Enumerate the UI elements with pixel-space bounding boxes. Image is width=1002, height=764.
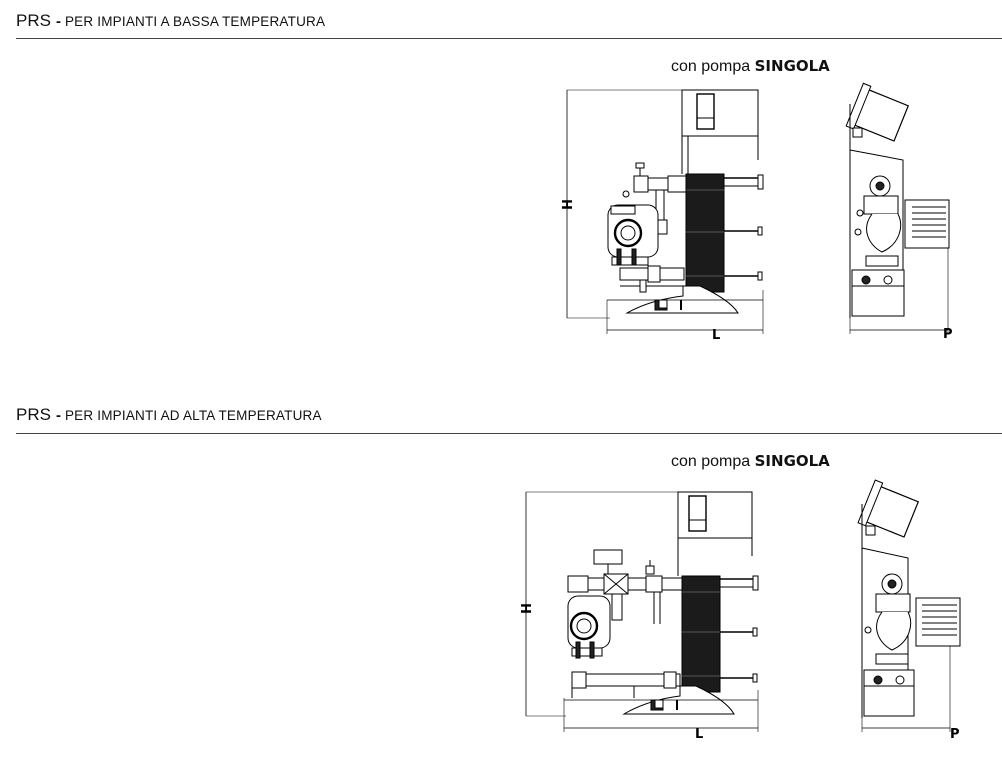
dimension-labels-side: P	[950, 727, 960, 742]
pump-station-front-drawing	[566, 89, 764, 334]
section-high-temperature: PRS-PER IMPIANTI AD ALTA TEMPERATURA con…	[0, 380, 1002, 764]
section-title-text: PER IMPIANTI A BASSA TEMPERATURA	[64, 14, 326, 29]
section-code: PRS	[16, 405, 51, 424]
caption-prefix: con pompa	[671, 58, 751, 75]
dimension-p-label: P	[950, 727, 960, 742]
section-code: PRS	[16, 11, 51, 30]
dimension-h-label: H	[558, 199, 573, 210]
pump-station-side-drawing	[845, 82, 950, 334]
section-low-temperature: PRS-PER IMPIANTI A BASSA TEMPERATURA con…	[0, 0, 1002, 380]
pump-station-front-drawing	[525, 491, 759, 732]
pump-caption: con pompa SINGOLA	[671, 57, 830, 76]
caption-prefix: con pompa	[671, 453, 751, 470]
dimension-l-label: L	[712, 328, 720, 343]
pump-caption: con pompa SINGOLA	[671, 452, 830, 471]
section-title: PRS-PER IMPIANTI A BASSA TEMPERATURA	[16, 11, 325, 31]
dimension-labels-front: H L	[558, 199, 720, 343]
caption-emphasis: SINGOLA	[754, 57, 830, 75]
dimension-h-label: H	[517, 603, 532, 614]
section-title-text: PER IMPIANTI AD ALTA TEMPERATURA	[64, 408, 322, 423]
section-divider	[16, 433, 1002, 434]
dimension-p-label: P	[943, 327, 953, 342]
section-divider	[16, 38, 1002, 39]
pump-station-side-drawing	[857, 479, 961, 732]
dimension-labels-front: H L	[517, 603, 703, 742]
dimension-l-label: L	[695, 727, 703, 742]
section-separator: -	[55, 13, 61, 30]
section-title: PRS-PER IMPIANTI AD ALTA TEMPERATURA	[16, 405, 322, 425]
dimension-labels-side: P	[943, 327, 953, 342]
section-separator: -	[55, 407, 61, 424]
caption-emphasis: SINGOLA	[754, 452, 830, 470]
